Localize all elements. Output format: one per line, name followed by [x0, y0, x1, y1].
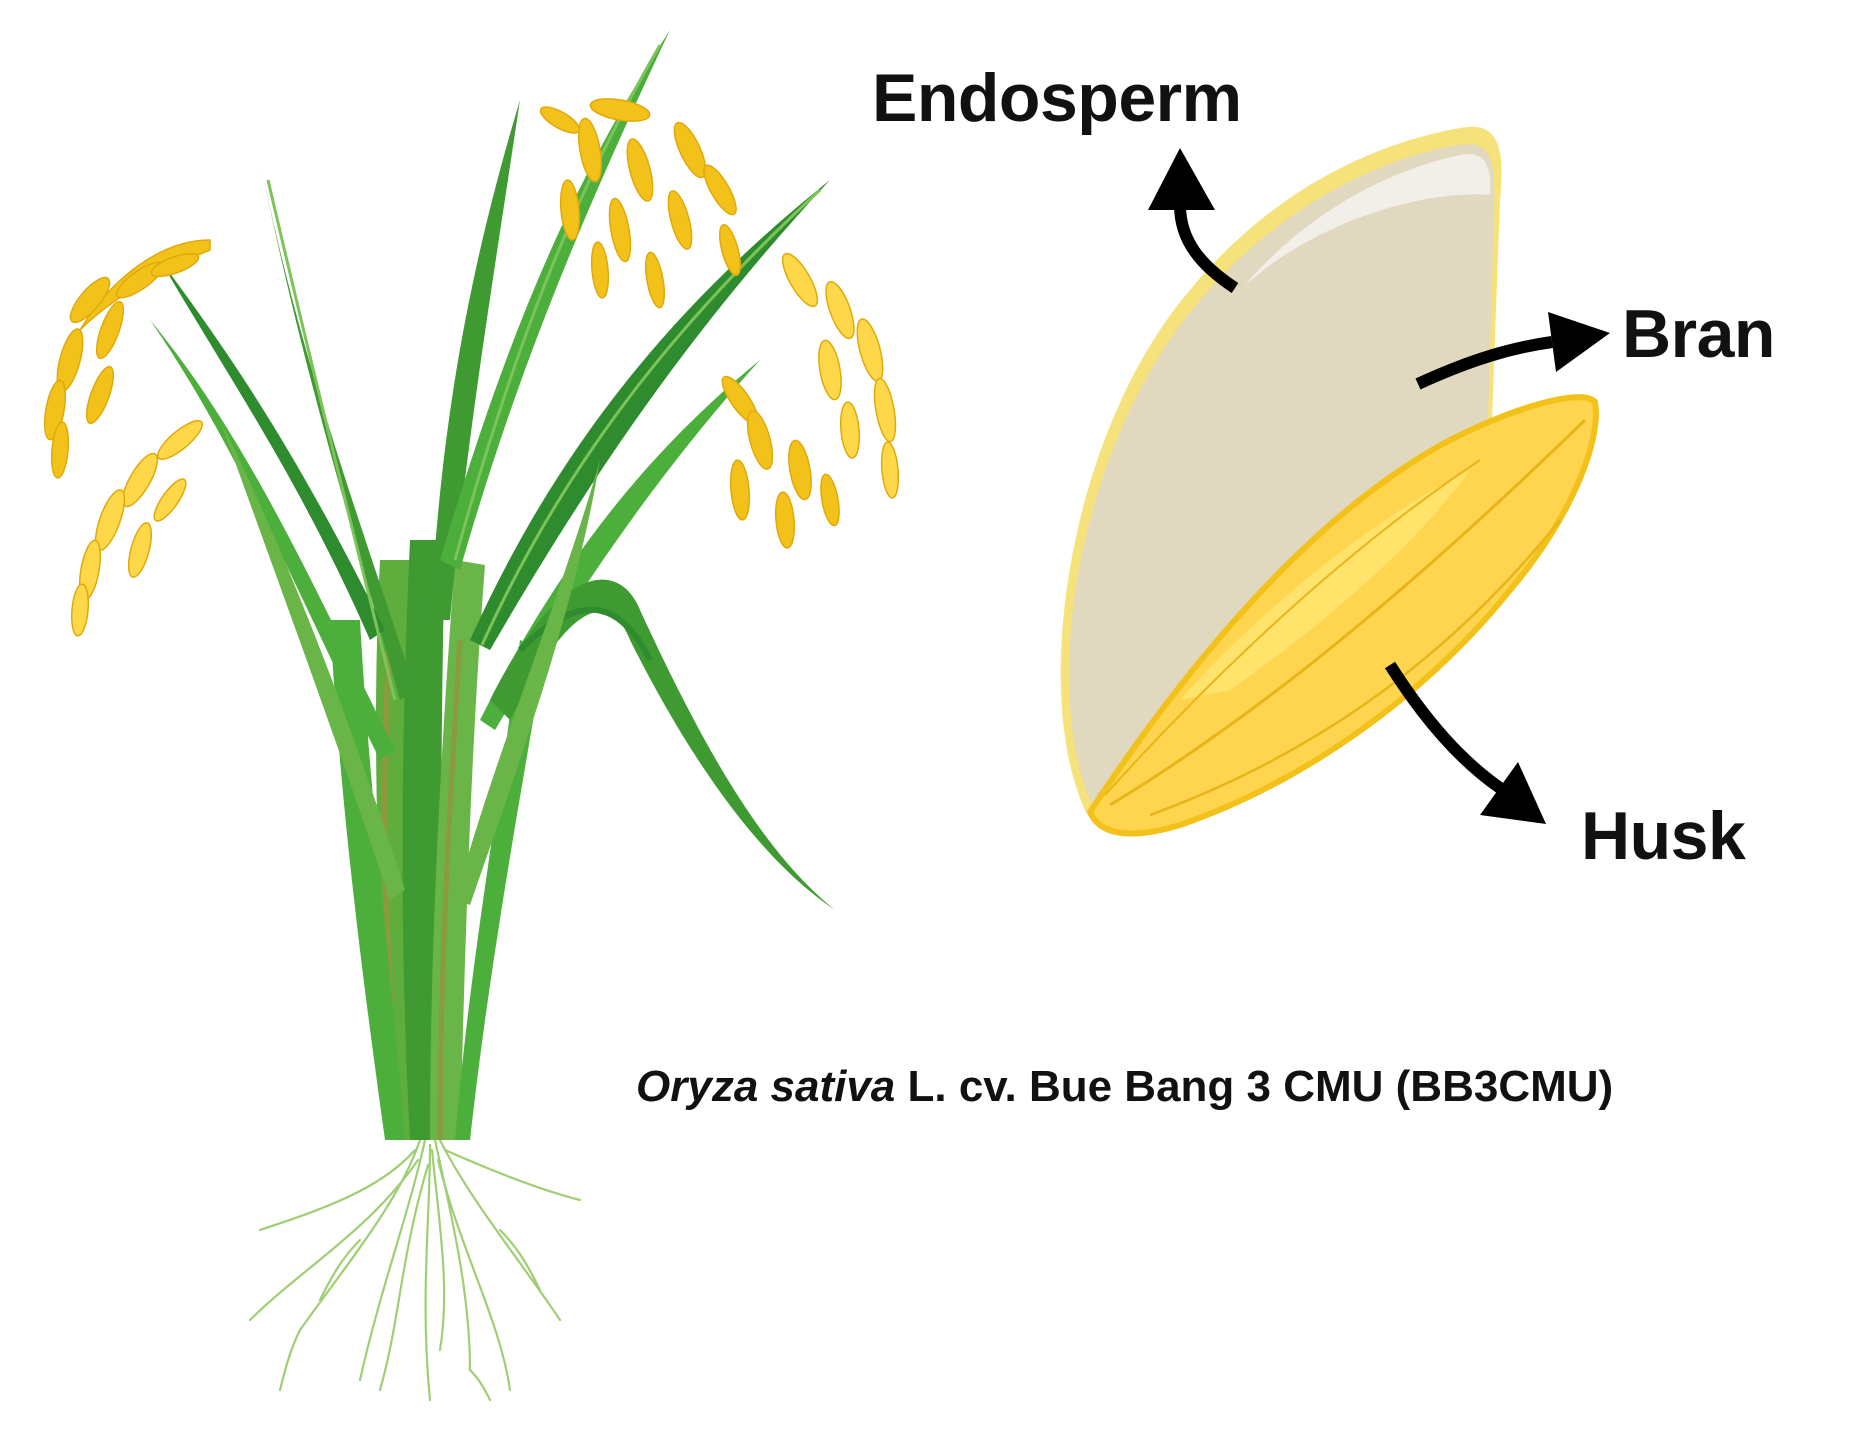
species-caption: Oryza sativa L. cv. Bue Bang 3 CMU (BB3C… — [636, 1062, 1613, 1112]
arrow-icon-bran — [1415, 312, 1610, 390]
species-name: Oryza sativa — [636, 1062, 896, 1111]
leaves — [150, 30, 835, 910]
arrow-icon-endosperm — [1148, 148, 1239, 294]
rice-plant-illustration — [43, 30, 900, 1402]
panicles — [43, 98, 900, 637]
husk — [1086, 394, 1599, 837]
rice-grain-illustration — [1060, 126, 1599, 837]
endosperm — [1068, 144, 1495, 816]
arrows — [1148, 148, 1610, 824]
husk-label: Husk — [1581, 798, 1746, 874]
cultivar-name: L. cv. Bue Bang 3 CMU (BB3CMU) — [895, 1062, 1614, 1111]
stems — [330, 540, 545, 1141]
bran-label: Bran — [1622, 296, 1775, 372]
endosperm-tip — [1245, 154, 1491, 285]
endosperm-label: Endosperm — [872, 60, 1242, 136]
arrow-icon-husk — [1384, 661, 1546, 824]
roots — [248, 1138, 582, 1402]
